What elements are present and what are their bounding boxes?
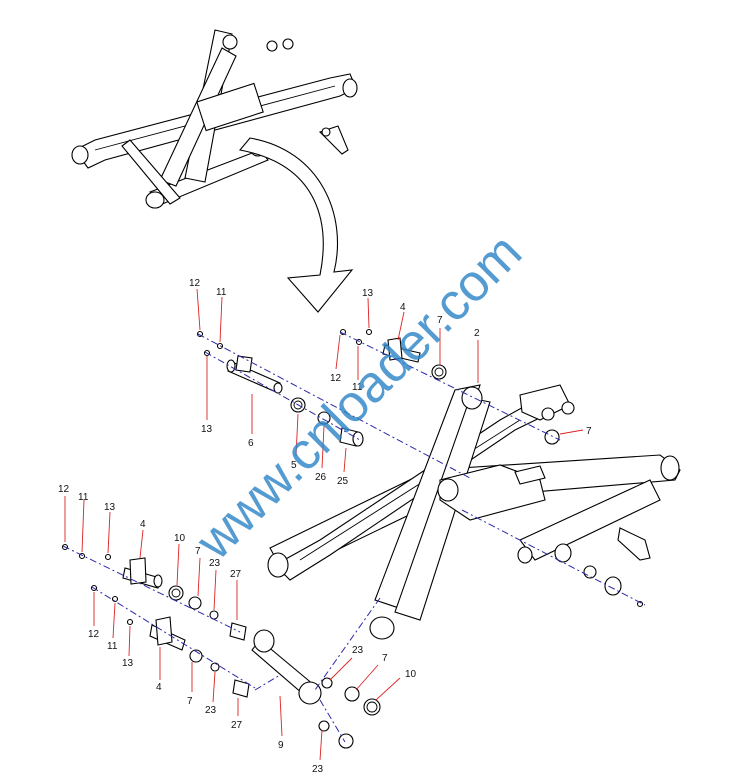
callout-13: 13 [201, 424, 213, 435]
callout-27: 27 [230, 569, 242, 580]
direction-arrow [238, 137, 354, 313]
assembly-axes [62, 331, 646, 743]
callout-11: 11 [352, 382, 363, 393]
callout-9: 9 [278, 740, 284, 751]
callout-5: 5 [291, 460, 297, 471]
callout-12: 12 [189, 278, 201, 289]
callout-25: 25 [337, 476, 349, 487]
callout-7: 7 [187, 696, 193, 707]
callout-27: 27 [231, 720, 243, 731]
callout-11: 11 [216, 287, 227, 298]
callout-4: 4 [400, 302, 406, 313]
callout-7: 7 [437, 315, 443, 326]
callout-12: 12 [330, 373, 342, 384]
callout-4: 4 [156, 682, 162, 693]
callout-26: 26 [315, 472, 327, 483]
callout-11: 11 [107, 641, 118, 652]
callout-12: 12 [58, 484, 70, 495]
callout-13: 13 [362, 288, 374, 299]
callout-12: 12 [88, 629, 100, 640]
callout-7: 7 [382, 653, 388, 664]
callout-7: 7 [195, 546, 201, 557]
callout-labels: 12 11 13 6 5 26 25 13 4 12 11 7 2 7 12 1… [58, 278, 592, 775]
callout-10: 10 [405, 669, 417, 680]
callout-23: 23 [209, 558, 221, 569]
callout-2: 2 [474, 328, 480, 339]
callout-13: 13 [122, 658, 134, 669]
callout-23: 23 [312, 764, 324, 775]
boom-frame [267, 384, 681, 640]
pin-group-top [196, 328, 560, 447]
callout-4: 4 [140, 519, 146, 530]
callout-13: 13 [104, 502, 116, 513]
callout-23: 23 [352, 645, 364, 656]
pin-group-left [61, 527, 651, 749]
callout-23: 23 [205, 705, 217, 716]
callout-6: 6 [248, 438, 254, 449]
callout-11: 11 [78, 492, 89, 503]
callout-7: 7 [586, 426, 592, 437]
leader-lines [64, 288, 584, 761]
callout-10: 10 [174, 533, 186, 544]
